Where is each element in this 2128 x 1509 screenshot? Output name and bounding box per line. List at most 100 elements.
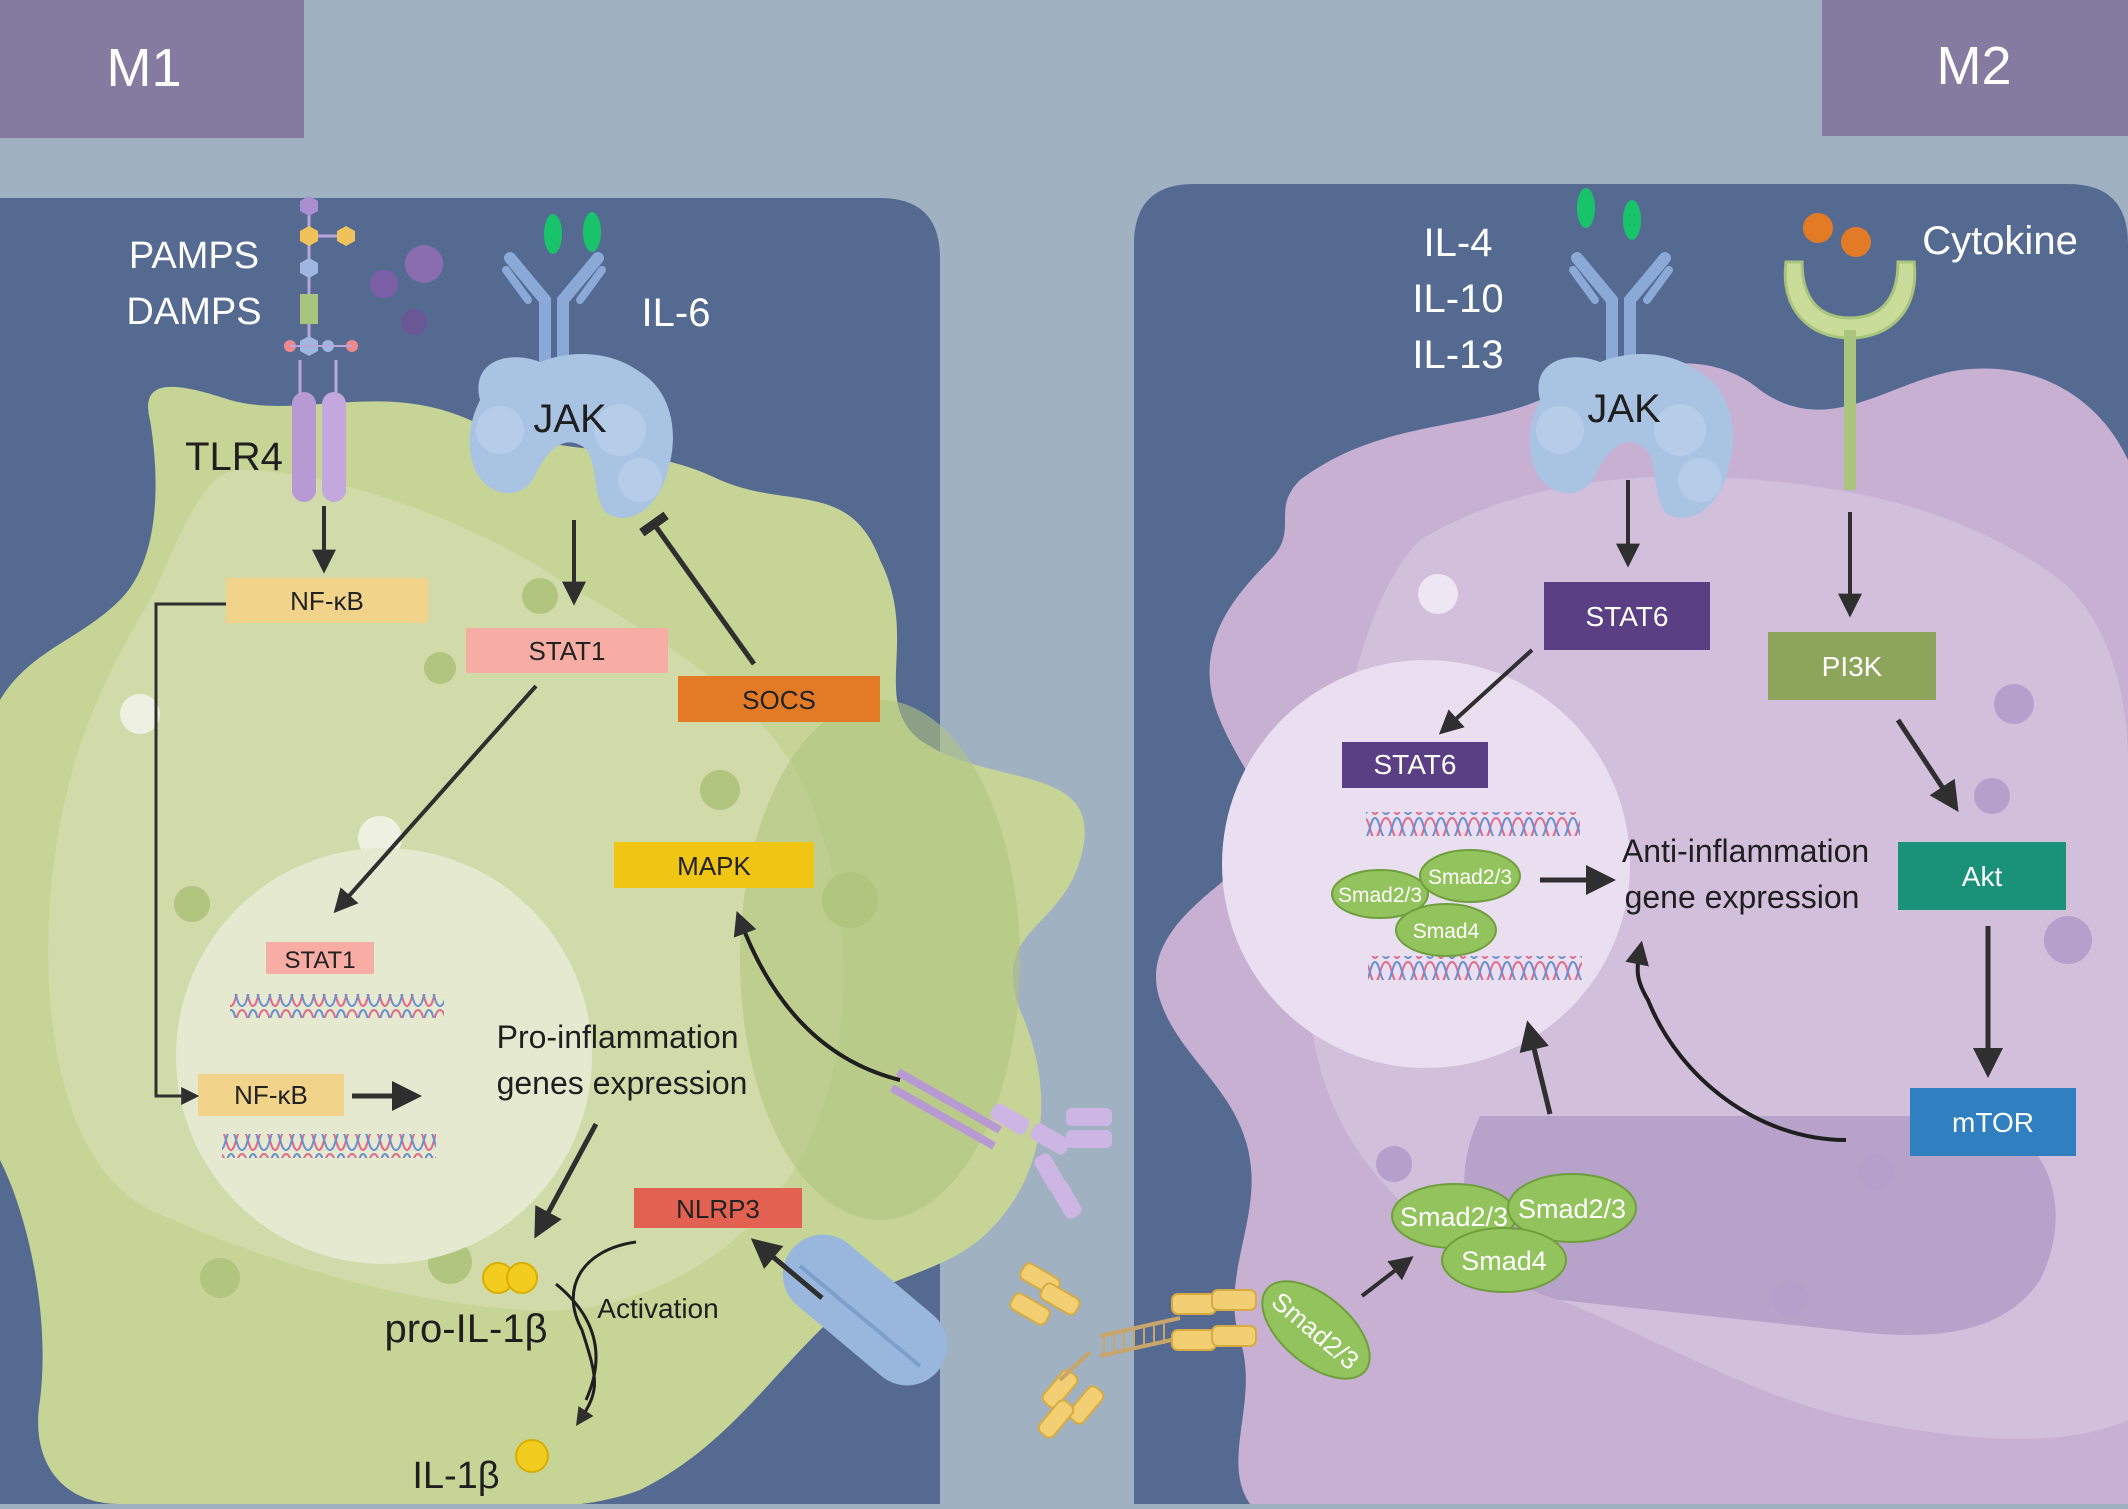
arrow-smads-nucleus [1519, 1020, 1553, 1115]
dna-strand [1366, 812, 1580, 836]
nlrp3-box [634, 1188, 802, 1228]
smad23-cyto-b [1507, 1173, 1637, 1243]
m1-nucleus [176, 848, 592, 1264]
smad23-nucleus-b [1419, 849, 1521, 903]
m2-cytokine-il4: IL-4 [1424, 221, 1493, 265]
m1-cell-region [740, 700, 1020, 1220]
il6-ligand-icon [544, 214, 562, 254]
mtor-box [1910, 1088, 2076, 1156]
smad23-nucleus-a [1331, 869, 1429, 919]
smad23-receptor [1261, 1280, 1371, 1380]
smad23-cyto-b-label: Smad2/3 [1518, 1194, 1626, 1224]
m2-vesicle [1994, 684, 2034, 724]
arrow-receptor-smads [1360, 1256, 1414, 1298]
m1-vesicle [200, 1258, 240, 1298]
mapk-label: MAPK [677, 851, 751, 881]
mapk-box [614, 842, 814, 888]
stat6-nucleus-box [1342, 742, 1488, 788]
damps-label: DAMPS [126, 291, 261, 333]
akt-label: Akt [1962, 861, 2003, 892]
nlrp3-label: NLRP3 [676, 1194, 760, 1224]
nfkb-nucleus-label: NF-κB [234, 1080, 308, 1110]
nfkb-top-label: NF-κB [290, 586, 364, 616]
arrow-mtor-genes [1625, 940, 1847, 1142]
il1b-label: IL-1β [412, 1455, 499, 1497]
socs-box [678, 676, 880, 722]
stat6-top-label: STAT6 [1586, 601, 1669, 632]
m2-vesicle [1376, 1146, 1412, 1182]
smad4-cyto-label: Smad4 [1461, 1246, 1547, 1276]
mtor-label: mTOR [1952, 1107, 2034, 1138]
m2-header-box [1822, 0, 2128, 136]
il6-ligand-icon [583, 212, 601, 252]
inhibit-socs-jak [639, 511, 757, 666]
arrow-activation [571, 1240, 637, 1426]
stat6-top-box [1544, 582, 1710, 650]
smad23-nucleus-a-label: Smad2/3 [1338, 884, 1422, 907]
ion-channel-icon [782, 1234, 948, 1386]
cytokine-particle-icon [1841, 227, 1871, 257]
il-ligand-m2-icon [1577, 188, 1595, 228]
jak-m2-icon [1529, 353, 1733, 518]
m2-vesicle [1418, 574, 1458, 614]
m1-vesicle [174, 886, 210, 922]
smad4-nucleus [1395, 903, 1497, 957]
il-ligand-m2-icon [1623, 200, 1641, 240]
il1b-particle-icon [515, 1439, 549, 1473]
jak-m1-label: JAK [533, 397, 607, 441]
cytokine-particle-icon [1803, 213, 1833, 243]
smad4-cyto [1441, 1227, 1567, 1293]
smad23-nucleus-b-label: Smad2/3 [1428, 866, 1512, 889]
pro-il1b-label: pro-IL-1β [384, 1307, 547, 1351]
arrow-genes-pro-il1b [534, 1122, 599, 1239]
m1-vesicle [120, 694, 160, 734]
pi3k-box [1768, 632, 1936, 700]
tgf-receptor-icon [1009, 1262, 1257, 1439]
cytokine-label: Cytokine [1922, 219, 2078, 263]
arrow-stat6-nucleus [1438, 648, 1534, 735]
m2-cell-region [1464, 1116, 2056, 1335]
m1-vesicle [822, 872, 878, 928]
damp-particle-icon [401, 309, 427, 335]
jak-m1-icon [469, 353, 673, 518]
pamps-label: PAMPS [129, 235, 259, 277]
il6-receptor-icon [502, 252, 606, 376]
m1-vesicle [700, 770, 740, 810]
arrow-channel-nlrp3 [750, 1238, 824, 1300]
pi3k-label: PI3K [1822, 651, 1883, 682]
m1-vesicle [424, 652, 456, 684]
cytokine-receptor-icon [1783, 260, 1917, 490]
m2-vesicle [1974, 778, 2010, 814]
jak-m2-label: JAK [1587, 387, 1661, 431]
arrow-nfkb-nucleus [154, 602, 226, 1105]
m2-header-title: M2 [1936, 36, 2011, 96]
il-receptor-m2-icon [1569, 252, 1673, 376]
anti-inflammation-label: Anti-inflammation gene expression [1622, 833, 1878, 915]
akt-box [1898, 842, 2066, 910]
pro-il1b-particle-icon [506, 1262, 538, 1294]
stat6-nucleus-label: STAT6 [1374, 749, 1457, 780]
smad4-nucleus-label: Smad4 [1413, 920, 1480, 943]
stat1-top-box [466, 628, 668, 673]
nfkb-nucleus-box [198, 1074, 344, 1116]
il6-label: IL-6 [642, 291, 711, 335]
tlr4-receptor-icon [292, 360, 346, 502]
m1-header-box [0, 0, 304, 138]
mapk-receptor-icon [890, 1068, 1112, 1219]
nfkb-top-box [226, 578, 428, 623]
m2-cytokine-il13: IL-13 [1412, 333, 1503, 377]
m2-vesicle [1858, 1154, 1894, 1190]
damp-particle-icon [405, 245, 443, 283]
dna-strand [230, 994, 444, 1018]
activation-label: Activation [597, 1293, 718, 1324]
pamp-molecule-icon [284, 196, 358, 356]
damp-particle-icon [370, 270, 398, 298]
tlr4-label: TLR4 [185, 435, 283, 479]
arrow-stat1-nucleus [333, 684, 538, 914]
m1-vesicle [522, 578, 558, 614]
m1-panel: M1 PAMPS DAMPS [0, 0, 1112, 1509]
stat1-nucleus-box [266, 942, 374, 974]
stat1-nucleus-label: STAT1 [284, 947, 355, 974]
